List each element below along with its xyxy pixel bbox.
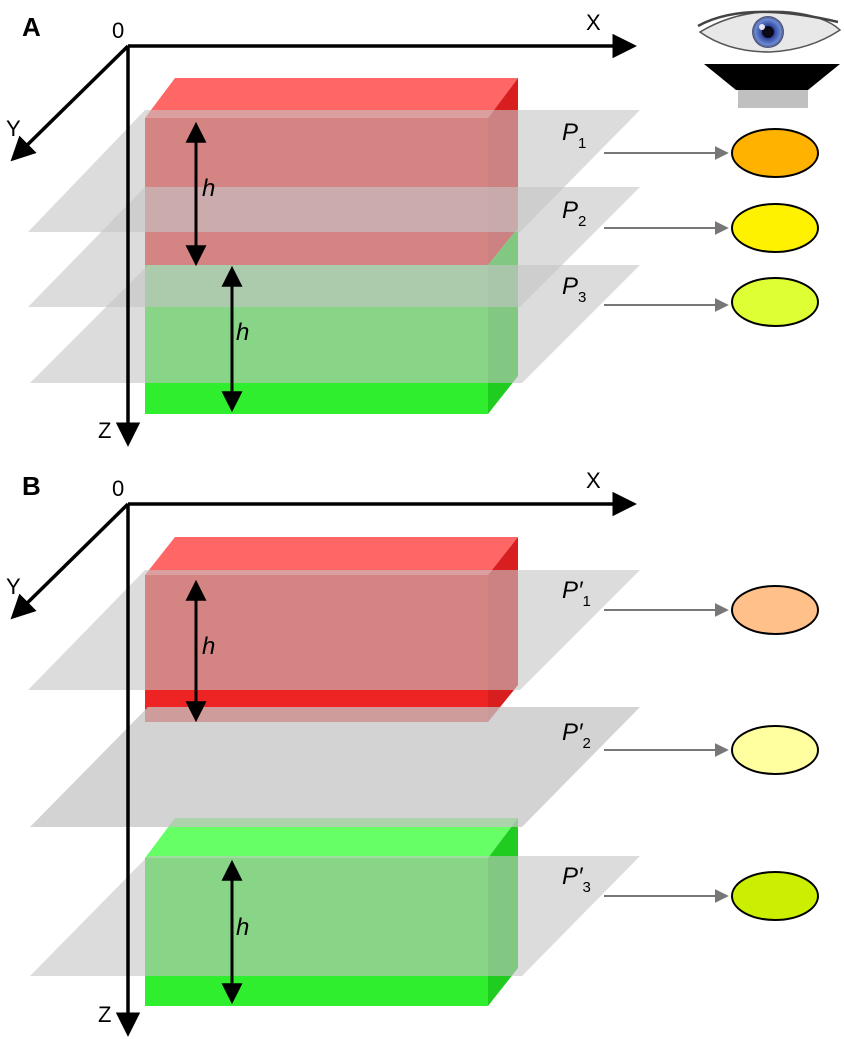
- plane-p3-a: [30, 265, 640, 383]
- y-axis-b: [10, 502, 130, 620]
- y-axis-label-a: Y: [6, 116, 21, 141]
- plane-p3-b: [30, 856, 640, 976]
- plane-label-p1-a: P1: [562, 119, 586, 152]
- eye-icon: [697, 10, 842, 53]
- x-axis-label-b: X: [586, 468, 601, 493]
- plane-label-p3-b: P′3: [562, 863, 591, 896]
- eyepiece-icon: [704, 64, 840, 108]
- color-oval-p2-b: [731, 725, 819, 775]
- plane-p2-b: [30, 707, 640, 827]
- plane-p1-b: [28, 570, 640, 690]
- plane-label-p1-b: P′1: [562, 577, 591, 610]
- origin-label-b: 0: [112, 476, 124, 501]
- h-label-red-b: h: [202, 633, 215, 660]
- color-oval-p1-a: [731, 128, 819, 178]
- color-oval-p2-a: [731, 203, 819, 253]
- plane-label-p2-b: P′2: [562, 719, 591, 752]
- color-oval-p3-a: [731, 277, 819, 327]
- x-axis-label-a: X: [586, 10, 601, 35]
- y-axis-a: [10, 44, 130, 162]
- h-label-red-a: h: [202, 175, 215, 202]
- plane-label-p3-a: P3: [562, 273, 586, 306]
- z-axis-label-a: Z: [98, 418, 111, 443]
- color-oval-p1-b: [731, 585, 819, 635]
- h-label-green-b: h: [236, 914, 249, 941]
- panel-letter-b: B: [22, 471, 41, 501]
- h-label-green-a: h: [236, 319, 249, 346]
- y-axis-label-b: Y: [6, 574, 21, 599]
- panel-letter-a: A: [22, 12, 41, 42]
- z-axis-label-b: Z: [98, 1002, 111, 1027]
- color-oval-p3-b: [731, 871, 819, 921]
- plane-label-p2-a: P2: [562, 197, 586, 230]
- origin-label-a: 0: [112, 18, 124, 43]
- panel-b: B 0 X Y Z h: [6, 468, 819, 1037]
- panel-a: A 0 X Y Z h h: [6, 10, 842, 447]
